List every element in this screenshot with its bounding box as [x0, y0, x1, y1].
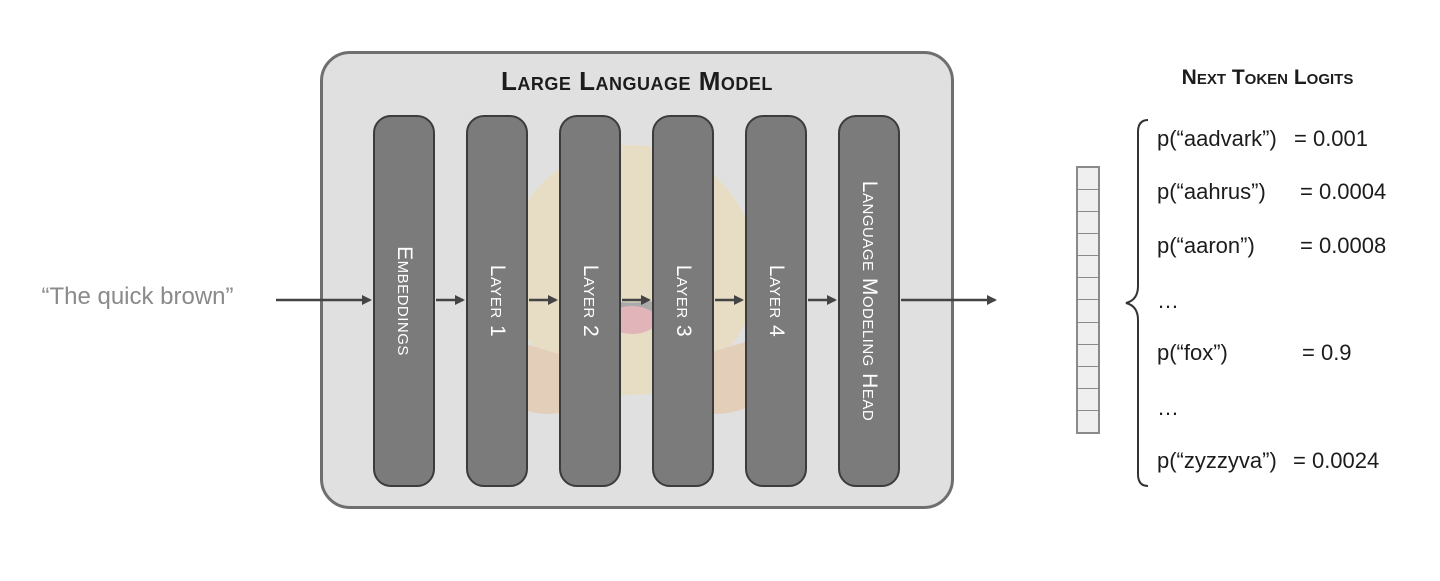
layer-label: Layer 2 — [579, 264, 602, 338]
logit-token: p(“aaron”) — [1157, 233, 1255, 258]
vector-cell — [1078, 345, 1098, 367]
logit-value: = 0.0004 — [1300, 179, 1387, 204]
vector-cell — [1078, 212, 1098, 235]
layer-label: Embeddings — [393, 246, 416, 356]
logit-token: p(“aadvark”) — [1157, 126, 1277, 151]
logit-value: = 0.0024 — [1293, 448, 1380, 473]
layer-4: Layer 4 — [745, 115, 807, 487]
logit-token: p(“fox”) — [1157, 340, 1228, 365]
layer-1: Layer 1 — [466, 115, 528, 487]
logit-value: = 0.9 — [1302, 340, 1352, 365]
layer-2: Layer 2 — [559, 115, 621, 487]
curly-brace-icon — [1125, 119, 1149, 487]
layer-label: Language Modeling Head — [858, 180, 881, 422]
vector-cell — [1078, 190, 1098, 213]
logit-token: … — [1157, 395, 1179, 420]
vector-cell — [1078, 168, 1098, 191]
logits-title: Next Token Logits — [1181, 66, 1354, 89]
logit-token: … — [1157, 288, 1179, 313]
logit-value: = 0.001 — [1294, 126, 1369, 151]
vector-cell — [1078, 367, 1098, 389]
vector-cell — [1078, 256, 1098, 279]
vector-cell — [1078, 278, 1098, 301]
vector-cell — [1078, 389, 1098, 411]
model-title: Large Language Model — [501, 66, 773, 96]
layer-label: Layer 4 — [765, 264, 788, 338]
vector-cell — [1078, 300, 1098, 323]
input-text: “The quick brown” — [41, 283, 234, 310]
vector-cell — [1078, 234, 1098, 257]
layer-embeddings: Embeddings — [373, 115, 435, 487]
logit-token: p(“aahrus”) — [1157, 179, 1266, 204]
logit-token: p(“zyzzyva”) — [1157, 448, 1277, 473]
logit-value: = 0.0008 — [1300, 233, 1387, 258]
layer-label: Layer 3 — [672, 264, 695, 338]
layer-3: Layer 3 — [652, 115, 714, 487]
logit-vector — [1076, 166, 1100, 434]
layer-label: Layer 1 — [486, 264, 509, 338]
vector-cell — [1078, 411, 1098, 432]
layer-lm-head: Language Modeling Head — [838, 115, 900, 487]
vector-cell — [1078, 323, 1098, 345]
